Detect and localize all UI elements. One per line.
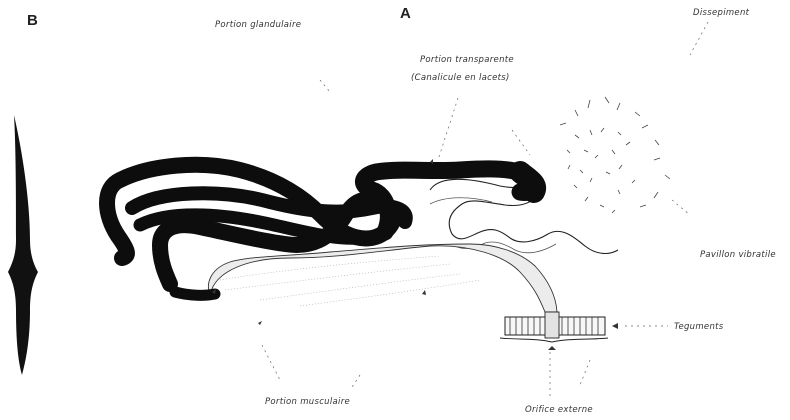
pointer-transparente-b xyxy=(512,130,530,155)
pointer-teguments-b xyxy=(580,360,590,385)
pointer-musculaire-b xyxy=(350,375,360,390)
figure-b-organ xyxy=(8,115,38,375)
teguments-wall xyxy=(500,312,608,342)
pavillon-vibratile-funnel xyxy=(560,97,670,213)
dissepiment-pointer xyxy=(690,22,708,55)
pointer-transparente xyxy=(438,98,458,160)
portion-musculaire-tube xyxy=(175,244,557,312)
pointer-musculaire-a xyxy=(262,345,280,380)
pointer-pavillon xyxy=(672,200,690,215)
pointer-glandulaire xyxy=(320,80,330,92)
portion-glandulaire-tube xyxy=(107,165,535,284)
